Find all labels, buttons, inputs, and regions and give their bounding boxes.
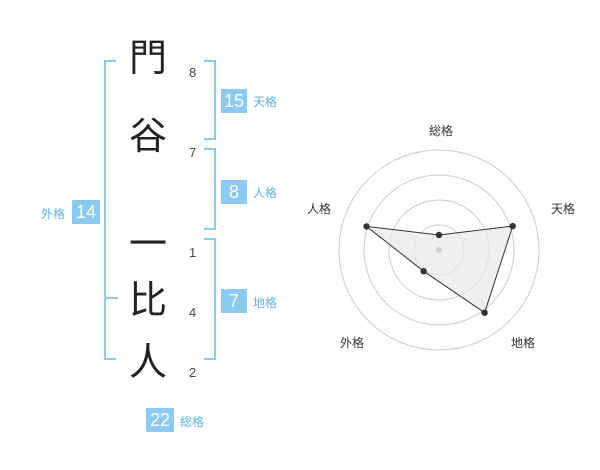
stroke-count-2: 7: [189, 145, 197, 160]
chikaku-label: 地格: [253, 296, 278, 310]
radar-point-3: [481, 309, 488, 316]
radar-axis-label-gaikaku: 外格: [340, 336, 365, 350]
radar-center-dot: [436, 247, 442, 253]
tenkaku-bracket: [204, 60, 216, 140]
jinkaku-bracket: [204, 148, 216, 230]
chikaku-bracket: [204, 238, 216, 360]
gaikaku-bracket-tick: [104, 297, 118, 299]
gaikaku-label: 外格: [41, 207, 66, 221]
stroke-count-1: 8: [189, 65, 197, 80]
radar-point-4: [420, 268, 427, 275]
radar-axis-label-chikaku: 地格: [511, 336, 536, 350]
radar-point-5: [363, 223, 370, 230]
jinkaku-box: 8: [221, 180, 247, 204]
tenkaku-box: 15: [221, 89, 247, 113]
gaikaku-bracket: [104, 60, 116, 360]
name-char-1: 門: [128, 36, 167, 80]
chikaku-box: 7: [221, 289, 247, 313]
jinkaku-label: 人格: [253, 186, 278, 200]
soukaku-box: 22: [146, 408, 174, 432]
radar-point-1: [435, 231, 443, 239]
name-char-4: 比: [128, 278, 167, 322]
radar-axis-label-jinkaku: 人格: [307, 202, 332, 216]
radar-grid-ring-4: [338, 149, 540, 351]
stroke-count-3: 1: [189, 245, 197, 260]
radar-value-polygon: [364, 225, 514, 314]
gaikaku-box: 14: [72, 200, 100, 224]
radar-axis-label-soukaku: 総格: [429, 124, 454, 138]
soukaku-label: 総格: [180, 415, 205, 429]
name-char-3: 一: [128, 222, 167, 266]
tenkaku-label: 天格: [253, 95, 278, 109]
name-char-2: 谷: [128, 114, 167, 158]
stroke-count-4: 4: [189, 305, 197, 320]
stroke-count-5: 2: [189, 365, 197, 380]
radar-grid-ring-3: [363, 174, 515, 326]
radar-point-2: [509, 222, 516, 230]
radar-axis-label-tenkaku: 天格: [551, 202, 576, 216]
name-char-5: 人: [128, 340, 167, 384]
